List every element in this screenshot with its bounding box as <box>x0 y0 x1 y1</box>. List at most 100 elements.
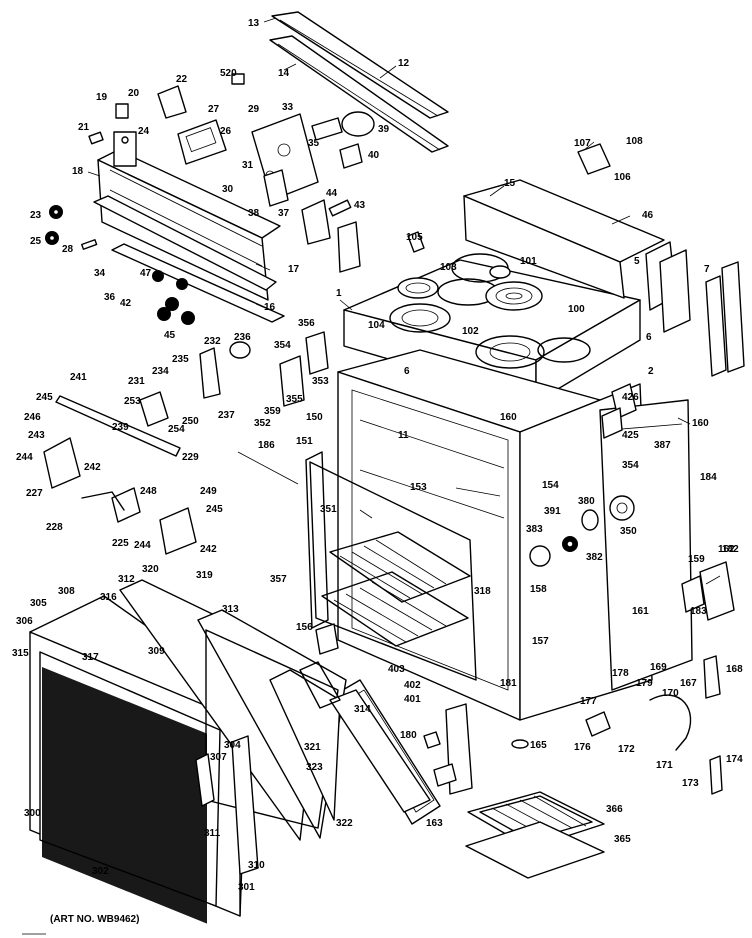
part-label: 101 <box>520 256 537 267</box>
part-label: 42 <box>120 298 132 309</box>
part-label: 16 <box>264 302 276 313</box>
part-label: 383 <box>526 524 543 535</box>
part-label: 22 <box>176 74 188 85</box>
part-label: 232 <box>204 336 221 347</box>
part-label: 244 <box>16 452 33 463</box>
part-label: 160 <box>500 412 517 423</box>
misc-components <box>529 383 735 621</box>
part-label: 18 <box>72 166 84 177</box>
part-label: 320 <box>142 564 159 575</box>
part-label: 317 <box>82 652 99 663</box>
part-label: 47 <box>140 268 152 279</box>
part-label: 182 <box>722 544 739 555</box>
part-label: 323 <box>306 762 323 773</box>
part-label: 241 <box>70 372 87 383</box>
part-label: 310 <box>248 860 265 871</box>
part-label: 354 <box>622 460 639 471</box>
part-label: 6 <box>404 366 410 377</box>
part-label: 40 <box>368 150 380 161</box>
part-label: 17 <box>288 264 300 275</box>
part-label: 302 <box>92 866 109 877</box>
part-label: 253 <box>124 396 141 407</box>
part-label: 380 <box>578 496 595 507</box>
part-label: 24 <box>138 126 150 137</box>
part-label: 39 <box>378 124 390 135</box>
part-label: 353 <box>312 376 329 387</box>
part-label: 425 <box>622 430 639 441</box>
part-label: 43 <box>354 200 366 211</box>
part-label: 249 <box>200 486 217 497</box>
part-label: 165 <box>530 740 547 751</box>
part-label: 176 <box>574 742 591 753</box>
part-label: 250 <box>182 416 199 427</box>
part-label: 237 <box>218 410 235 421</box>
part-label: 227 <box>26 488 43 499</box>
part-label: 157 <box>532 636 549 647</box>
part-label: 300 <box>24 808 41 819</box>
part-label: 33 <box>282 102 294 113</box>
part-label: 100 <box>568 304 585 315</box>
part-label: 382 <box>586 552 603 563</box>
part-label: 179 <box>636 678 653 689</box>
control-panel <box>88 103 285 323</box>
part-label: 351 <box>320 504 337 515</box>
part-label: 254 <box>168 424 185 435</box>
part-label: 350 <box>620 526 637 537</box>
part-label: 156 <box>296 622 313 633</box>
part-label: 308 <box>58 586 75 597</box>
part-label: 177 <box>580 696 597 707</box>
part-label: 15 <box>504 178 516 189</box>
part-label: 37 <box>278 208 290 219</box>
oven-liner-frame <box>305 451 477 681</box>
part-label: 315 <box>12 648 29 659</box>
part-label: 313 <box>222 604 239 615</box>
oven-door <box>29 579 431 924</box>
part-label: 322 <box>336 818 353 829</box>
part-label: 31 <box>242 160 254 171</box>
part-label: 153 <box>410 482 427 493</box>
part-label: 34 <box>94 268 106 279</box>
part-label: 184 <box>700 472 717 483</box>
part-label: 312 <box>118 574 135 585</box>
part-label: 366 <box>606 804 623 815</box>
part-label: 354 <box>274 340 291 351</box>
part-label: 45 <box>164 330 176 341</box>
part-label: 309 <box>148 646 165 657</box>
part-label: 174 <box>726 754 743 765</box>
part-label: 170 <box>662 688 679 699</box>
part-label: 403 <box>388 664 405 675</box>
part-label: 1 <box>336 288 342 299</box>
part-label: 311 <box>204 828 221 839</box>
part-label: 46 <box>642 210 654 221</box>
part-label: 356 <box>298 318 315 329</box>
part-label: 239 <box>112 422 129 433</box>
part-label: 387 <box>654 440 671 451</box>
part-label: 228 <box>46 522 63 533</box>
part-label: 151 <box>296 436 313 447</box>
part-label: 520 <box>220 68 237 79</box>
leader-lines <box>87 17 721 585</box>
part-label: 14 <box>278 68 290 79</box>
part-label: 242 <box>84 462 101 473</box>
part-label: 235 <box>172 354 189 365</box>
part-label: 391 <box>544 506 561 517</box>
part-label: 21 <box>78 122 90 133</box>
part-label: 245 <box>36 392 53 403</box>
part-label: 35 <box>308 138 320 149</box>
part-label: 26 <box>220 126 232 137</box>
surface-units <box>397 231 543 311</box>
part-label: 102 <box>462 326 479 337</box>
clock-switch-assembly <box>157 73 319 207</box>
left-hardware <box>43 331 329 555</box>
part-label: 314 <box>354 704 371 715</box>
part-label: 6 <box>646 332 652 343</box>
part-label: 243 <box>28 430 45 441</box>
part-label: 104 <box>368 320 385 331</box>
part-label: 178 <box>612 668 629 679</box>
part-label: 28 <box>62 244 74 255</box>
part-label: 172 <box>618 744 635 755</box>
part-label: 167 <box>680 678 697 689</box>
part-label: 159 <box>688 554 705 565</box>
part-label: 229 <box>182 452 199 463</box>
part-label: 359 <box>264 406 281 417</box>
